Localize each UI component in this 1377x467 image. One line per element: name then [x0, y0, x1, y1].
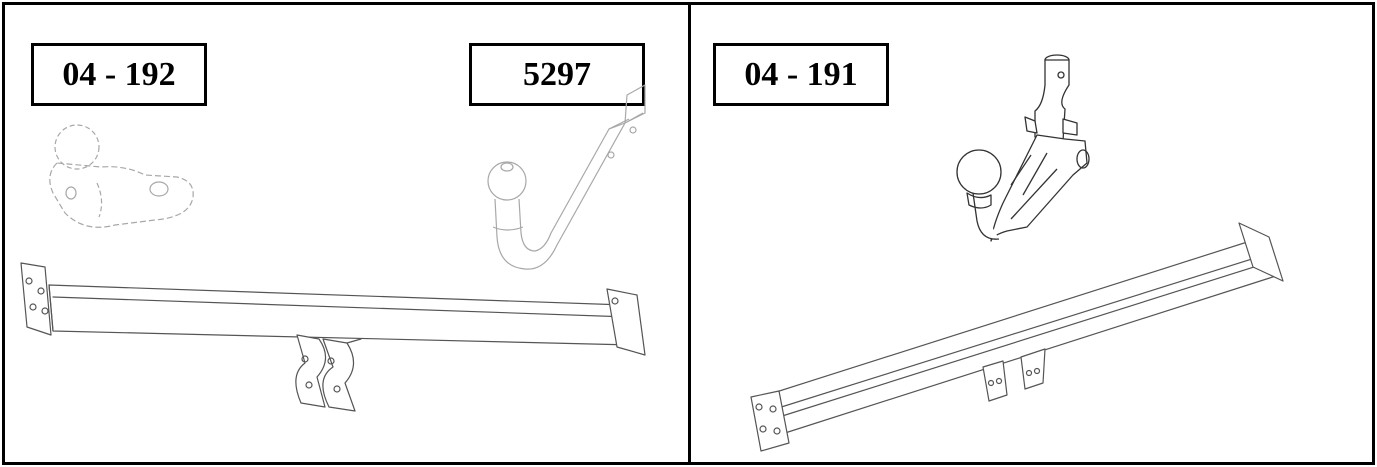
- detachable-ball-arm-illustration: [956, 54, 1090, 242]
- part-number-label-04-192: 04 - 192: [31, 43, 207, 106]
- ball-code-label-5297: 5297: [469, 43, 645, 106]
- right-panel: 04 - 191: [688, 2, 1375, 465]
- crossbar-illustration: [20, 262, 646, 412]
- fixed-ball-detail-illustration: [49, 124, 194, 228]
- left-panel-drawing: [20, 84, 646, 412]
- swan-neck-ball-arm-illustration: [487, 84, 646, 270]
- right-panel-drawing: [750, 54, 1284, 452]
- left-panel: 04 - 192 5297: [2, 2, 692, 465]
- crossbar-illustration-right: [750, 222, 1284, 452]
- part-number-label-04-191: 04 - 191: [713, 43, 889, 106]
